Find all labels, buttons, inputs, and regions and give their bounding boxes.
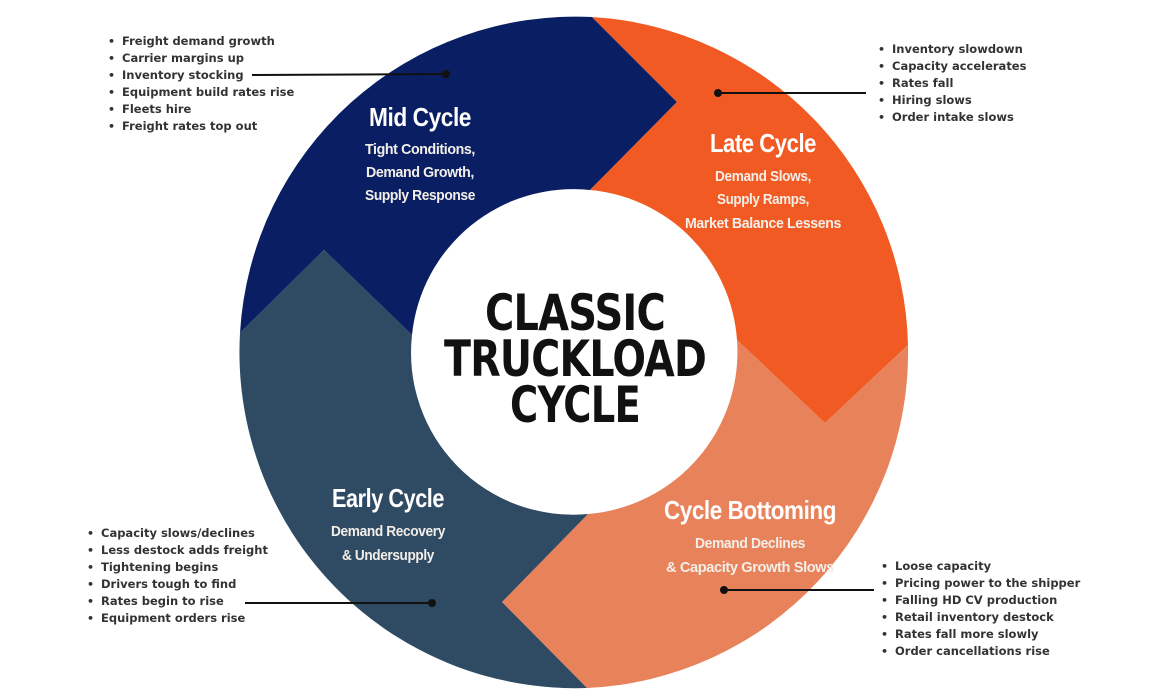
mid-bullet: Fleets hire [106,101,294,118]
mid-bullet: Carrier margins up [106,50,294,67]
bottoming-bullet: Falling HD CV production [879,592,1080,609]
late-connector-dot [714,89,722,97]
early-cycle-subtitle-1: Demand Recovery [331,523,446,540]
center-title-line-3: CYCLE [510,376,640,434]
bottoming-bullet: Loose capacity [879,558,1080,575]
mid-cycle-subtitle-2: Demand Growth, [366,164,474,181]
early-bullet: Less destock adds freight [85,542,268,559]
early-bullet: Capacity slows/declines [85,525,268,542]
cycle-bottoming-subtitle-1: Demand Declines [695,535,805,552]
bottoming-connector-dot [720,586,728,594]
mid-bullet: Freight demand growth [106,33,294,50]
mid-bullet: Freight rates top out [106,118,294,135]
cycle-bottoming-title: Cycle Bottoming [664,495,836,525]
early-cycle-subtitle-2: & Undersupply [342,547,435,564]
bottoming-bullet: Order cancellations rise [879,643,1080,660]
center-title-line-2: TRUCKLOAD [444,330,706,388]
cycle-bottoming-subtitle-2: & Capacity Growth Slows [666,559,834,576]
late-connector [714,89,866,97]
early-bullet: Rates begin to rise [85,593,268,610]
mid-cycle-segment [240,16,677,336]
late-cycle-subtitle-1: Demand Slows, [715,168,811,185]
late-bullet: Rates fall [876,75,1026,92]
mid-cycle-subtitle-3: Supply Response [365,187,475,204]
early-connector-dot [428,599,436,607]
bottoming-bullet: Rates fall more slowly [879,626,1080,643]
late-cycle-subtitle-3: Market Balance Lessens [685,215,841,232]
early-bullet: Tightening begins [85,559,268,576]
late-bullet: Inventory slowdown [876,41,1026,58]
center-title-line-1: CLASSIC [485,284,665,342]
center-circle [413,190,737,514]
late-cycle-subtitle-2: Supply Ramps, [717,191,809,208]
early-bullet: Drivers tough to find [85,576,268,593]
mid-bullet: Inventory stocking [106,67,294,84]
early-connector [245,599,436,607]
mid-cycle-title: Mid Cycle [369,102,471,132]
mid-bullet: Equipment build rates rise [106,84,294,101]
late-bullet: Order intake slows [876,109,1026,126]
cycle-bottoming-bullet-list: Loose capacity Pricing power to the ship… [879,558,1080,660]
bottoming-connector [720,586,874,594]
late-bullet: Capacity accelerates [876,58,1026,75]
mid-cycle-subtitle-1: Tight Conditions, [365,141,475,158]
mid-cycle-bullet-list: Freight demand growth Carrier margins up… [106,33,294,135]
early-cycle-segment [239,250,589,689]
late-bullet: Hiring slows [876,92,1026,109]
early-cycle-title: Early Cycle [332,483,444,513]
bottoming-bullet: Pricing power to the shipper [879,575,1080,592]
early-bullet: Equipment orders rise [85,610,268,627]
late-cycle-title: Late Cycle [710,128,816,158]
mid-connector-dot [442,70,450,78]
cycle-bottoming-segment [502,340,909,688]
bottoming-bullet: Retail inventory destock [879,609,1080,626]
late-cycle-segment [590,17,908,423]
late-cycle-bullet-list: Inventory slowdown Capacity accelerates … [876,41,1026,126]
early-cycle-bullet-list: Capacity slows/declines Less destock add… [85,525,268,627]
